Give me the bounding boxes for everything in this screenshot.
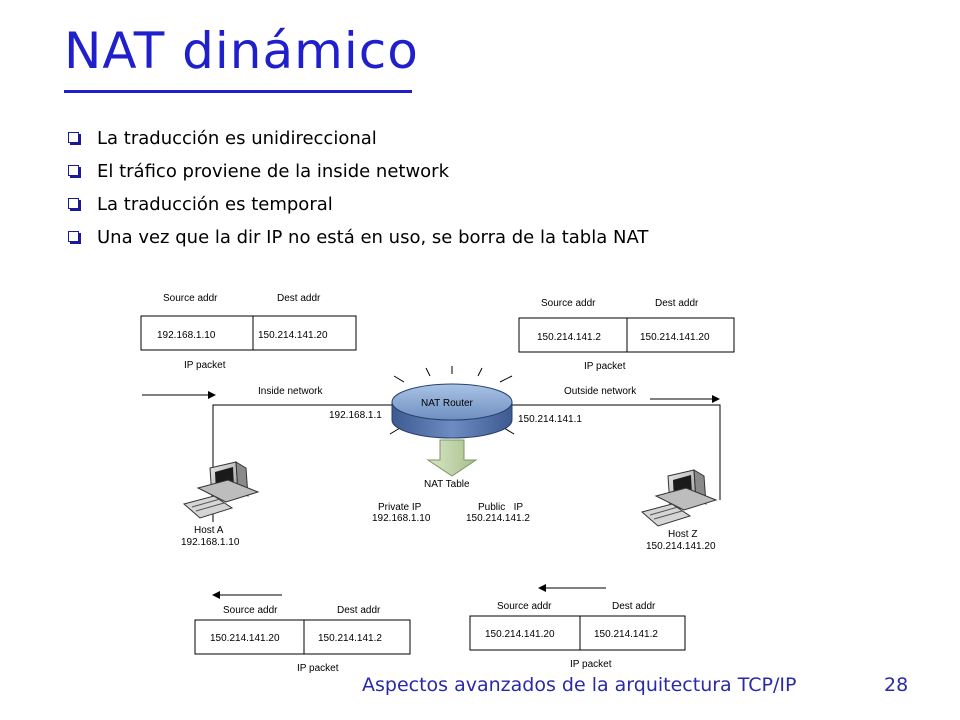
flow-arrow-top-right bbox=[650, 395, 720, 403]
dest-addr-label: Dest addr bbox=[612, 601, 656, 612]
source-addr-label: Source addr bbox=[541, 298, 596, 309]
packet-caption: IP packet bbox=[570, 659, 612, 670]
packet-box bbox=[194, 619, 411, 655]
nat-router-icon bbox=[389, 366, 515, 439]
bullet-list: La traducción es unidireccional El tráfi… bbox=[68, 122, 648, 254]
source-addr-value: 150.214.141.20 bbox=[210, 633, 280, 644]
bullet-text: Una vez que la dir IP no está en uso, se… bbox=[97, 227, 649, 248]
dest-addr-label: Dest addr bbox=[337, 605, 381, 616]
nat-private-header: Private IP bbox=[378, 502, 422, 513]
dest-addr-label: Dest addr bbox=[277, 293, 321, 304]
dest-addr-value: 150.214.141.20 bbox=[640, 332, 710, 343]
dest-addr-label: Dest addr bbox=[655, 298, 699, 309]
host-z-computer-icon bbox=[640, 469, 718, 527]
flow-arrow-top-left bbox=[142, 391, 216, 399]
nat-public-header: Public IP bbox=[478, 502, 523, 513]
nat-table-label: NAT Table bbox=[424, 479, 470, 490]
inside-network-label: Inside network bbox=[258, 386, 323, 397]
source-addr-value: 150.214.141.20 bbox=[485, 629, 555, 640]
dest-addr-value: 150.214.141.2 bbox=[594, 629, 658, 640]
bullet-item: La traducción es unidireccional bbox=[68, 122, 648, 155]
flow-arrow-bottom-right bbox=[538, 584, 606, 592]
inside-network-link bbox=[212, 404, 392, 522]
flow-arrow-bottom-left bbox=[212, 591, 282, 599]
nat-table-arrow-icon bbox=[426, 439, 478, 477]
source-addr-value: 150.214.141.2 bbox=[537, 332, 601, 343]
packet-top-left: Source addr Dest addr 192.168.1.10 150.2… bbox=[140, 293, 357, 371]
source-addr-label: Source addr bbox=[163, 293, 218, 304]
outside-network-link bbox=[512, 404, 721, 500]
bullet-item: El tráfico proviene de la inside network bbox=[68, 155, 648, 188]
bullet-item: La traducción es temporal bbox=[68, 188, 648, 221]
packet-box bbox=[469, 615, 686, 651]
host-z-ip: 150.214.141.20 bbox=[646, 541, 716, 552]
host-a-ip: 192.168.1.10 bbox=[181, 537, 240, 548]
slide-title: NAT dinámico bbox=[64, 22, 419, 80]
dest-addr-value: 150.214.141.20 bbox=[258, 330, 328, 341]
source-addr-value: 192.168.1.10 bbox=[157, 330, 216, 341]
host-z-name: Host Z bbox=[668, 529, 697, 540]
square-bullet-icon bbox=[68, 165, 79, 176]
slide-footer: Aspectos avanzados de la arquitectura TC… bbox=[362, 674, 797, 696]
page-number: 28 bbox=[884, 674, 909, 696]
packet-bottom-left: Source addr Dest addr 150.214.141.20 150… bbox=[194, 605, 411, 674]
packet-caption: IP packet bbox=[184, 360, 226, 371]
nat-public-value: 150.214.141.2 bbox=[466, 513, 530, 524]
bullet-text: La traducción es unidireccional bbox=[97, 128, 377, 149]
host-a-computer-icon bbox=[182, 461, 260, 519]
packet-caption: IP packet bbox=[584, 361, 626, 372]
packet-top-right: Source addr Dest addr 150.214.141.2 150.… bbox=[518, 298, 735, 372]
source-addr-label: Source addr bbox=[223, 605, 278, 616]
router-label: NAT Router bbox=[421, 398, 474, 409]
packet-bottom-right: Source addr Dest addr 150.214.141.20 150… bbox=[469, 601, 686, 670]
square-bullet-icon bbox=[68, 198, 79, 209]
dest-addr-value: 150.214.141.2 bbox=[318, 633, 382, 644]
title-underline bbox=[64, 90, 412, 93]
bullet-text: El tráfico proviene de la inside network bbox=[97, 161, 450, 182]
square-bullet-icon bbox=[68, 132, 79, 143]
packet-caption: IP packet bbox=[297, 663, 339, 674]
source-addr-label: Source addr bbox=[497, 601, 552, 612]
outside-network-label: Outside network bbox=[564, 386, 637, 397]
router-inside-ip: 192.168.1.1 bbox=[329, 410, 382, 421]
nat-private-value: 192.168.1.10 bbox=[372, 513, 431, 524]
square-bullet-icon bbox=[68, 231, 79, 242]
host-a-name: Host A bbox=[194, 525, 224, 536]
packet-box bbox=[140, 315, 357, 351]
bullet-item: Una vez que la dir IP no está en uso, se… bbox=[68, 221, 648, 254]
bullet-text: La traducción es temporal bbox=[97, 194, 333, 215]
router-outside-ip: 150.214.141.1 bbox=[518, 414, 582, 425]
